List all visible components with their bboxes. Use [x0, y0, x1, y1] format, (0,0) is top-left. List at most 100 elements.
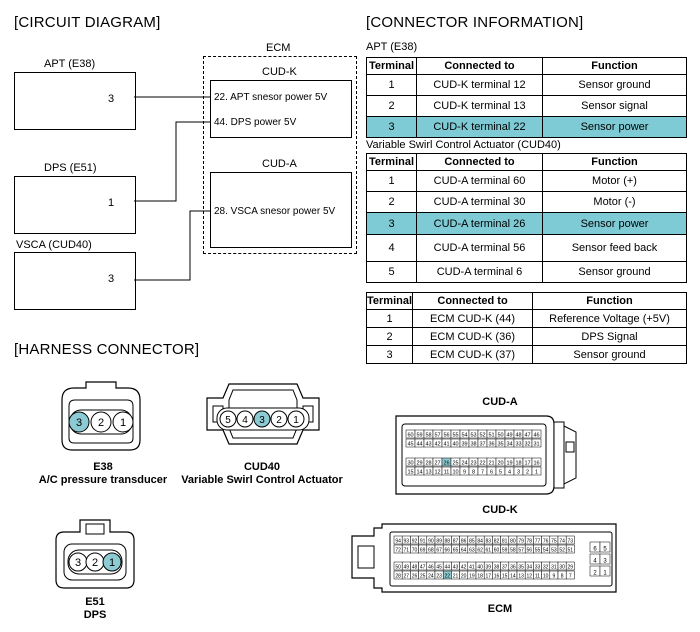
pin-number: 7 — [569, 573, 572, 579]
dps-label: DPS (E51) — [44, 162, 97, 174]
pin-number: 17 — [486, 573, 492, 579]
pin-number: 32 — [524, 441, 530, 447]
table-cell: ECM CUD-K (37) — [412, 345, 534, 364]
pin-number: 45 — [436, 564, 442, 570]
table-cell: CUD-A terminal 60 — [416, 170, 543, 192]
pin-number: 35 — [497, 441, 503, 447]
pin-number: 11 — [535, 573, 540, 579]
dps-box — [14, 176, 136, 234]
pin-number: 87 — [453, 538, 459, 544]
cud40-pin-5 — [219, 410, 237, 428]
pin-number: 82 — [494, 538, 500, 544]
pin-number: 85 — [469, 538, 475, 544]
pin-number: 45 — [407, 441, 413, 447]
cudk-box — [210, 80, 352, 138]
circuit-wires — [134, 96, 210, 281]
pin-number: 31 — [551, 564, 557, 570]
pin-number: 4 — [593, 558, 597, 564]
pin-number: 46 — [428, 564, 434, 570]
pin-number: 33 — [535, 564, 541, 570]
table-header: Connected to — [412, 292, 534, 310]
table-cell: 2 — [365, 327, 414, 346]
pin-number: 42 — [461, 564, 467, 570]
table-cell: CUD-K terminal 22 — [416, 116, 543, 138]
cuda-title: CUD-A — [262, 158, 297, 170]
cudk-connector-title: CUD-K — [482, 504, 518, 516]
pin-number: 43 — [453, 564, 459, 570]
e38-code: E38 — [93, 461, 113, 473]
pin-label: 4 — [242, 415, 248, 426]
pin-label: 2 — [276, 415, 282, 426]
pin-number: 65 — [453, 547, 459, 553]
pin-number: 59 — [416, 432, 422, 438]
pin-number: 3 — [603, 558, 607, 564]
ecm-label: ECM — [266, 42, 291, 54]
pin-number: 38 — [494, 564, 500, 570]
pin-number: 78 — [527, 538, 533, 544]
pin-number: 37 — [479, 441, 485, 447]
pin-number: 52 — [479, 432, 485, 438]
pin-number: 8 — [561, 573, 564, 579]
vsca-box — [14, 252, 136, 310]
apt-table-caption: APT (E38) — [366, 41, 418, 53]
pin-number: 18 — [515, 460, 521, 466]
cud40-pin-1 — [287, 410, 305, 428]
pin-number: 55 — [452, 432, 458, 438]
pin-number: 22 — [479, 460, 485, 466]
table-cell: CUD-K terminal 13 — [416, 95, 543, 117]
pin-number: 50 — [497, 432, 503, 438]
pin-number: 48 — [515, 432, 521, 438]
pin-number: 56 — [527, 547, 533, 553]
pin-number: 47 — [420, 564, 426, 570]
ecm-connector-table: Terminal Connected to Function 1 ECM CUD… — [365, 292, 687, 364]
pin-number: 56 — [443, 432, 449, 438]
pin-number: 36 — [488, 441, 494, 447]
table-cell: CUD-K terminal 12 — [416, 74, 543, 96]
harness-connector-title: [HARNESS CONNECTOR] — [14, 341, 200, 358]
table-cell: 4 — [366, 234, 417, 262]
pin-number: 26 — [412, 573, 418, 579]
pin-number: 90 — [428, 538, 434, 544]
pin-label: 3 — [259, 415, 265, 426]
pin-number: 2 — [593, 570, 597, 576]
pin-number: 43 — [425, 441, 431, 447]
ecm-dashed-box — [203, 56, 357, 254]
cud40-caption: CUD40 Variable Swirl Control Actuator — [180, 461, 344, 487]
cudk-pin22-label: 22. APT snesor power 5V — [214, 92, 328, 103]
pin-number: 26 — [443, 460, 449, 466]
e51-connector: 3 2 1 — [55, 519, 135, 589]
pin-number: 14 — [416, 469, 422, 475]
pin-label: 1 — [293, 415, 299, 426]
pin-number: 6 — [593, 546, 597, 552]
pin-cell — [599, 565, 611, 577]
pin-number: 42 — [434, 441, 440, 447]
pin-cell — [531, 457, 542, 467]
pin-cell — [531, 466, 542, 476]
pin-number: 55 — [535, 547, 541, 553]
table-cell: Sensor feed back — [542, 234, 687, 262]
pin-number: 93 — [404, 538, 410, 544]
pin-number: 40 — [477, 564, 483, 570]
table-cell: Sensor power — [542, 116, 687, 138]
pin-number: 63 — [469, 547, 475, 553]
pin-number: 25 — [452, 460, 458, 466]
pin-number: 34 — [506, 441, 512, 447]
pin-cell — [565, 561, 575, 571]
pin-number: 67 — [436, 547, 442, 553]
apt-box — [14, 72, 136, 130]
pin-number: 13 — [425, 469, 431, 475]
pin-number: 52 — [559, 547, 565, 553]
pin-cell — [531, 438, 542, 448]
pin-cell — [565, 570, 575, 580]
pin-label: 2 — [98, 417, 104, 429]
table-header: Terminal — [365, 292, 414, 310]
pin-number: 3 — [517, 469, 520, 475]
pin-number: 91 — [420, 538, 426, 544]
table-header: Function — [542, 57, 687, 75]
cuda-pin28-label: 28. VSCA snesor power 5V — [214, 206, 336, 217]
pin-number: 53 — [551, 547, 557, 553]
pin-number: 19 — [506, 460, 512, 466]
wire-vsca — [134, 210, 210, 281]
table-header: Function — [542, 153, 687, 171]
